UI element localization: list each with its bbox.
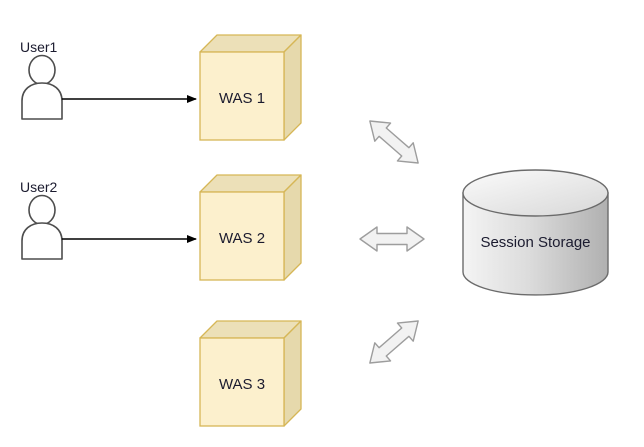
cube-was3[interactable]	[199, 320, 302, 427]
actor-label-user2: User2	[20, 179, 58, 195]
bidirectional-arrow-was1-storage[interactable]	[362, 112, 426, 172]
actor-label-user1: User1	[20, 39, 58, 55]
cube-was2[interactable]	[199, 174, 302, 281]
cube-was1[interactable]	[199, 34, 302, 141]
bidirectional-arrow-was3-storage[interactable]	[362, 312, 426, 372]
person-icon-user1	[21, 54, 63, 120]
bidirectional-arrow-was2-storage[interactable]	[359, 226, 425, 252]
cylinder-session-storage[interactable]	[462, 169, 609, 296]
person-icon-user2	[21, 194, 63, 260]
